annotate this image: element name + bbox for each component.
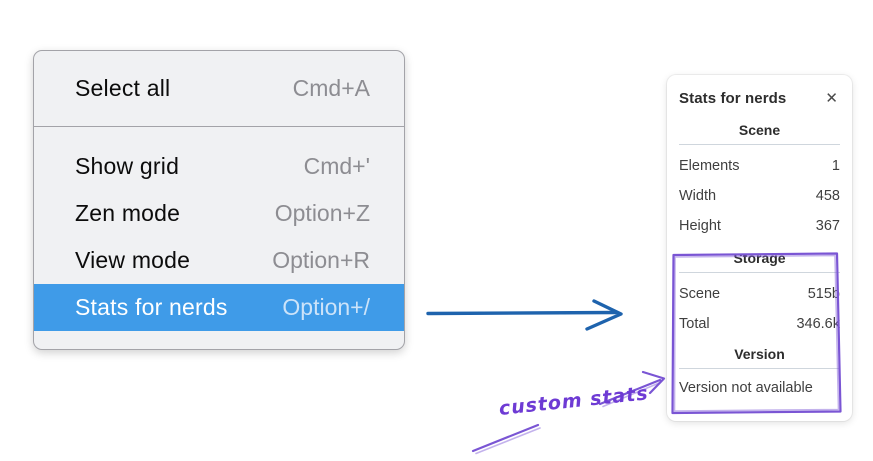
menu-item-label: Show grid <box>75 153 180 179</box>
stat-value: 346.6k <box>796 316 840 332</box>
stat-value: 515b <box>807 286 840 302</box>
menu-item-shortcut: Cmd+A <box>292 75 370 101</box>
menu-section-bottom: Show grid Cmd+' Zen mode Option+Z View m… <box>34 127 404 331</box>
section-heading-version: Version <box>734 346 785 362</box>
section-divider <box>679 144 840 145</box>
section-divider <box>679 272 840 273</box>
stat-label: Total <box>679 316 710 332</box>
menu-section-top: Select all Cmd+A <box>34 51 404 126</box>
stat-value: 367 <box>815 218 840 234</box>
stats-panel-header: Stats for nerds ✕ <box>679 87 840 109</box>
menu-item-select-all[interactable]: Select all Cmd+A <box>34 65 404 112</box>
custom-stats-label: custom stats <box>497 382 650 420</box>
stat-value: 1 <box>831 158 840 174</box>
menu-to-panel-arrow <box>426 299 623 331</box>
version-note: Version not available <box>679 380 813 396</box>
menu-item-show-grid[interactable]: Show grid Cmd+' <box>34 143 404 190</box>
menu-item-shortcut: Option+R <box>272 247 370 273</box>
section-version: Version Version not available <box>679 345 840 397</box>
stats-panel-title: Stats for nerds <box>679 89 787 107</box>
menu-item-view-mode[interactable]: View mode Option+R <box>34 237 404 284</box>
section-divider <box>679 368 840 369</box>
stat-value: 458 <box>815 188 840 204</box>
menu-item-shortcut: Option+Z <box>274 200 370 226</box>
stat-row-height: Height 367 <box>679 217 840 235</box>
section-storage: Storage Scene 515b Total 346.6k <box>679 249 840 333</box>
stats-panel: Stats for nerds ✕ Scene Elements 1 Width… <box>667 75 852 421</box>
menu-item-shortcut: Cmd+' <box>303 153 370 179</box>
stat-row-scene-size: Scene 515b <box>679 285 840 303</box>
menu-item-zen-mode[interactable]: Zen mode Option+Z <box>34 190 404 237</box>
stat-label: Width <box>679 188 717 204</box>
menu-item-label: Zen mode <box>75 200 181 226</box>
context-menu: Select all Cmd+A Show grid Cmd+' Zen mod… <box>33 50 405 350</box>
stat-label: Scene <box>679 286 721 302</box>
stat-row-total-size: Total 346.6k <box>679 315 840 333</box>
stat-label: Height <box>679 218 721 234</box>
section-heading-storage: Storage <box>733 250 786 266</box>
stat-label: Elements <box>679 158 740 174</box>
stat-row-elements: Elements 1 <box>679 157 840 175</box>
menu-item-label: Stats for nerds <box>75 294 228 320</box>
menu-item-stats-for-nerds[interactable]: Stats for nerds Option+/ <box>34 284 404 331</box>
stat-row-width: Width 458 <box>679 187 840 205</box>
menu-item-shortcut: Option+/ <box>282 294 370 320</box>
menu-divider <box>34 126 404 127</box>
close-icon[interactable]: ✕ <box>825 89 838 107</box>
section-scene: Scene Elements 1 Width 458 Height 367 <box>679 121 840 235</box>
section-heading-scene: Scene <box>738 122 781 138</box>
menu-item-label: View mode <box>75 247 191 273</box>
menu-item-label: Select all <box>75 75 171 101</box>
